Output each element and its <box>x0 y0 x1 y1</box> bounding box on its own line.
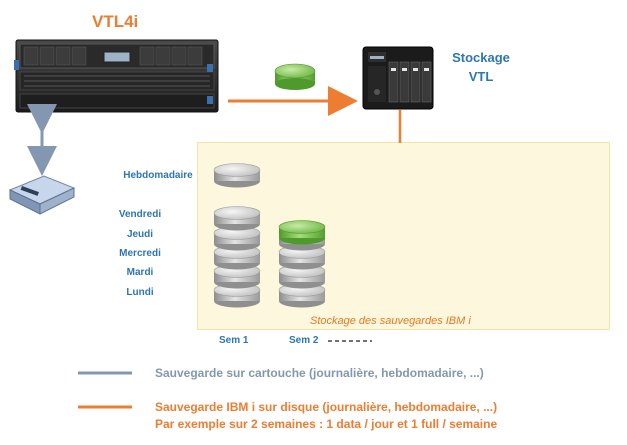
day-label: Mardi <box>126 267 154 278</box>
storage-title-line1: Stockage <box>452 50 510 65</box>
legend-disque-line1: Sauvegarde IBM i sur disque (journalière… <box>155 400 498 414</box>
week-label-1: Sem 1 <box>219 335 249 346</box>
disk-stacks <box>213 163 326 308</box>
tape-drive-icon <box>8 175 76 215</box>
storage-title: Stockage VTL <box>436 48 526 86</box>
day-label-weekly: Hebdomadaire <box>123 170 193 181</box>
day-label: Mercredi <box>119 248 161 259</box>
storage-title-line2: VTL <box>468 69 494 84</box>
day-label: Jeudi <box>126 229 154 240</box>
server-title: VTL4i <box>92 12 139 31</box>
day-label: Vendredi <box>118 209 162 220</box>
backup-storage-zone <box>197 142 610 330</box>
daily-disk-sem1 <box>213 206 261 231</box>
nas-storage-icon <box>362 46 434 110</box>
day-label: Lundi <box>126 287 154 298</box>
server-icon <box>14 39 219 113</box>
weekly-disk <box>213 163 261 188</box>
green-disk-icon <box>274 63 316 90</box>
legend-cartouche: Sauvegarde sur cartouche (journalière, h… <box>155 366 484 380</box>
zone-caption: Stockage des sauvegardes IBM i <box>310 315 471 327</box>
legend-disque-line2: Par exemple sur 2 semaines : 1 data / jo… <box>155 417 498 431</box>
week-label-2: Sem 2 <box>289 335 319 346</box>
current-disk-sem2 <box>278 220 326 245</box>
